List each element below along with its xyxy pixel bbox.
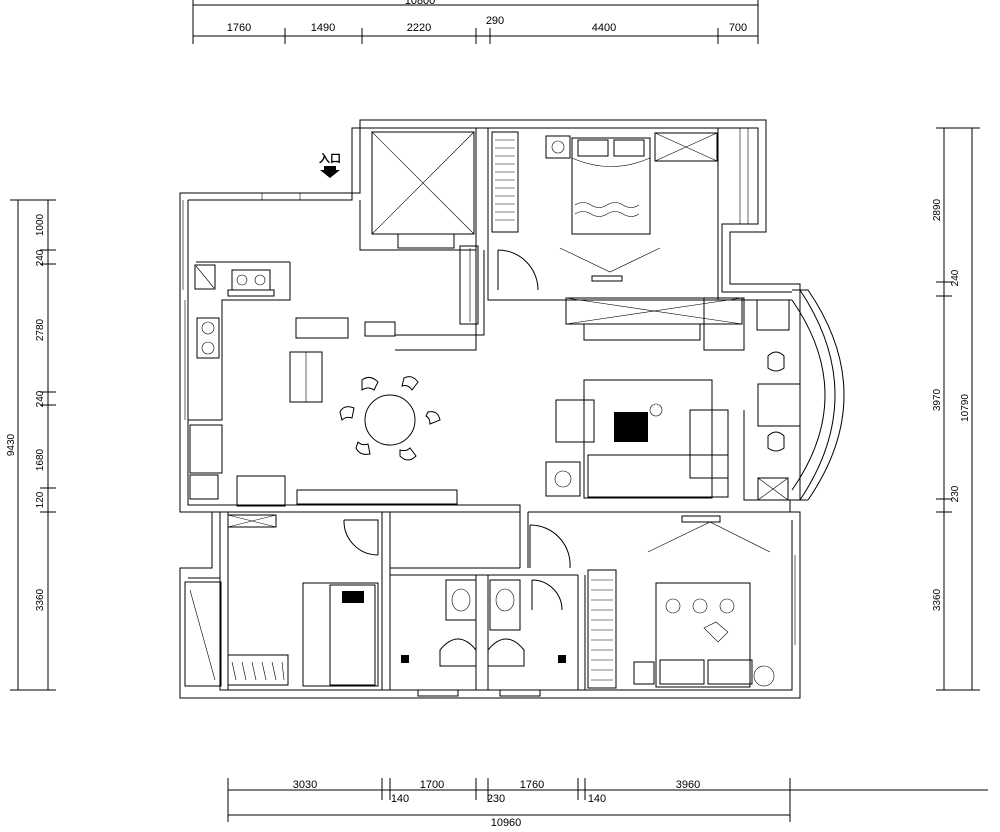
entrance-arrow-icon: [320, 166, 340, 178]
toilet-2: [487, 638, 525, 667]
fridge-icon: [189, 424, 223, 474]
bed-top: [571, 137, 651, 235]
top-dim-2: 1490: [311, 22, 335, 34]
wardrobe-bottom: [587, 569, 617, 689]
right-dim-3: 3970: [932, 388, 943, 411]
right-total-dimension: 10790: [960, 394, 971, 422]
right-dim-4: 230: [950, 485, 961, 502]
bed-bottom-left: [302, 582, 379, 687]
dining-table: [364, 394, 416, 446]
left-dimension-chain: 9430 1000 240 2780 240 1680 120 3360: [6, 199, 56, 691]
left-dim-6: 120: [35, 491, 46, 508]
entrance-marker: 入口: [319, 152, 341, 178]
stairwell-void: [371, 131, 475, 249]
interior-walls: [188, 128, 792, 690]
right-dimension-chain: 2890 240 3970 230 3360 10790: [932, 127, 980, 691]
top-dimension-chain: 10800 1760 1490 2220 290 4400 700: [192, 0, 759, 44]
top-dim-5: 4400: [592, 22, 616, 34]
left-total-dimension: 9430: [6, 433, 17, 456]
bottom-small-3: 140: [588, 793, 606, 805]
right-dim-5: 3360: [932, 588, 943, 611]
kitchen: [189, 264, 396, 507]
bedroom-bottom-left: [184, 514, 379, 687]
bottom-dim-2: 1700: [420, 779, 444, 791]
top-dim-6: 700: [729, 22, 747, 34]
bathrooms: [401, 579, 566, 697]
left-dim-1: 1000: [35, 213, 46, 236]
bottom-small-1: 140: [391, 793, 409, 805]
bottom-total-dimension: 10960: [491, 817, 522, 829]
bay-window: [791, 289, 845, 501]
dining-area: [289, 351, 458, 505]
right-dim-1: 2890: [932, 198, 943, 221]
bed-bottom-right: [655, 582, 751, 688]
living-room: [545, 297, 801, 501]
left-dim-4: 240: [35, 390, 46, 407]
right-dim-2: 240: [950, 269, 961, 286]
sink-icon: [196, 317, 220, 359]
bedroom-bottom-right: [529, 515, 775, 689]
top-dim-3: 2220: [407, 22, 431, 34]
bottom-dimension-chain: 3030 1700 1760 3960 140 230 140 10960: [227, 778, 988, 829]
sofa-long: [587, 454, 729, 498]
wardrobe-top: [491, 131, 519, 233]
left-dim-7: 3360: [35, 588, 46, 611]
dining-chairs: [339, 376, 441, 461]
rug: [583, 379, 713, 499]
top-total-dimension: 10800: [405, 0, 436, 7]
top-dim-4: 290: [486, 15, 504, 27]
toilet-1: [439, 638, 477, 667]
bottom-small-2: 230: [487, 793, 505, 805]
bottom-dim-4: 3960: [676, 779, 700, 791]
entrance-label: 入口: [319, 152, 341, 165]
coffee-table-dark: [614, 412, 648, 442]
bottom-dim-1: 3030: [293, 779, 317, 791]
left-dim-5: 1680: [35, 448, 46, 471]
left-dim-3: 2780: [35, 318, 46, 341]
tv-cabinet: [583, 323, 701, 341]
stove-icon: [231, 269, 271, 291]
bedroom-top: [459, 131, 718, 325]
left-dim-2: 240: [35, 249, 46, 266]
top-dim-1: 1760: [227, 22, 251, 34]
side-table-bay: [757, 383, 801, 427]
bottom-dim-3: 1760: [520, 779, 544, 791]
